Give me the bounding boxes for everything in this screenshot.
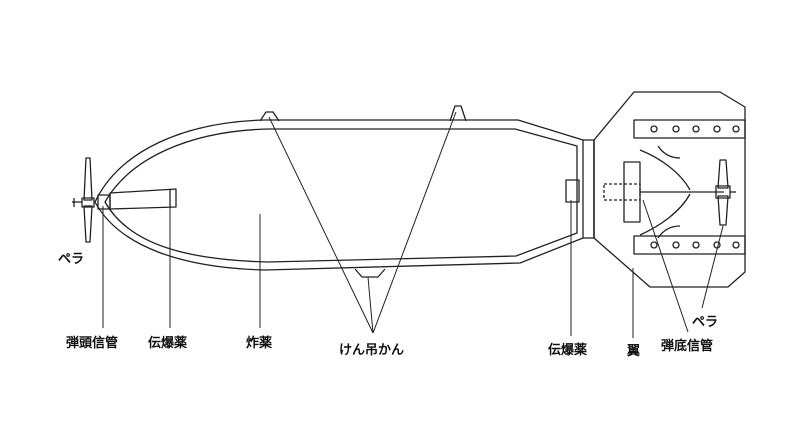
- leader-tail-propeller: [701, 225, 724, 309]
- tail-fuze-curve-upper: [639, 149, 691, 191]
- label-booster-rear: 伝爆薬: [548, 343, 588, 358]
- leader-tail-fuze: [642, 199, 689, 333]
- suspension-lug-bottom: [354, 268, 386, 278]
- tail-cone: [583, 139, 595, 239]
- rear-booster: [565, 179, 580, 203]
- leader-lug-1: [268, 116, 374, 334]
- leader-lines: [102, 111, 724, 338]
- tail-fuze-body: [623, 161, 641, 223]
- label-tail-fuze: 弾底信管: [661, 339, 714, 354]
- bomb-body-outline: [94, 119, 584, 271]
- label-booster-front: 伝爆薬: [148, 336, 188, 351]
- suspension-lug-top-front: [259, 111, 280, 122]
- leader-lug-3: [367, 276, 374, 334]
- strut-rivets-top: [650, 125, 740, 133]
- label-tail-propeller: ペラ: [692, 315, 719, 330]
- tail-fuze-mount-lower: [657, 225, 681, 239]
- bomb-body-inner-wall: [104, 128, 578, 263]
- tail-strut-top: [633, 119, 746, 139]
- tail-fuze-mount-upper: [657, 145, 681, 159]
- nose-booster: [109, 188, 177, 210]
- strut-rivets-bottom: [650, 241, 740, 249]
- leader-lug-2: [372, 111, 457, 334]
- label-nose-fuze: 弾頭信管: [66, 336, 119, 351]
- tail-propeller: [715, 159, 736, 226]
- tail-fuze-curve-lower: [639, 193, 691, 236]
- label-suspension-lugs: けん吊かん: [339, 343, 405, 358]
- suspension-lug-top-rear: [449, 105, 467, 122]
- tail-fuze-dashed-insert: [603, 183, 641, 201]
- label-nose-propeller: ペラ: [58, 252, 85, 267]
- label-explosive: 炸薬: [246, 336, 273, 351]
- tail-strut-bottom: [633, 235, 746, 255]
- nose-propeller: [72, 157, 95, 243]
- label-fins: 翼: [627, 344, 641, 359]
- tail-fin-outline: [593, 91, 746, 288]
